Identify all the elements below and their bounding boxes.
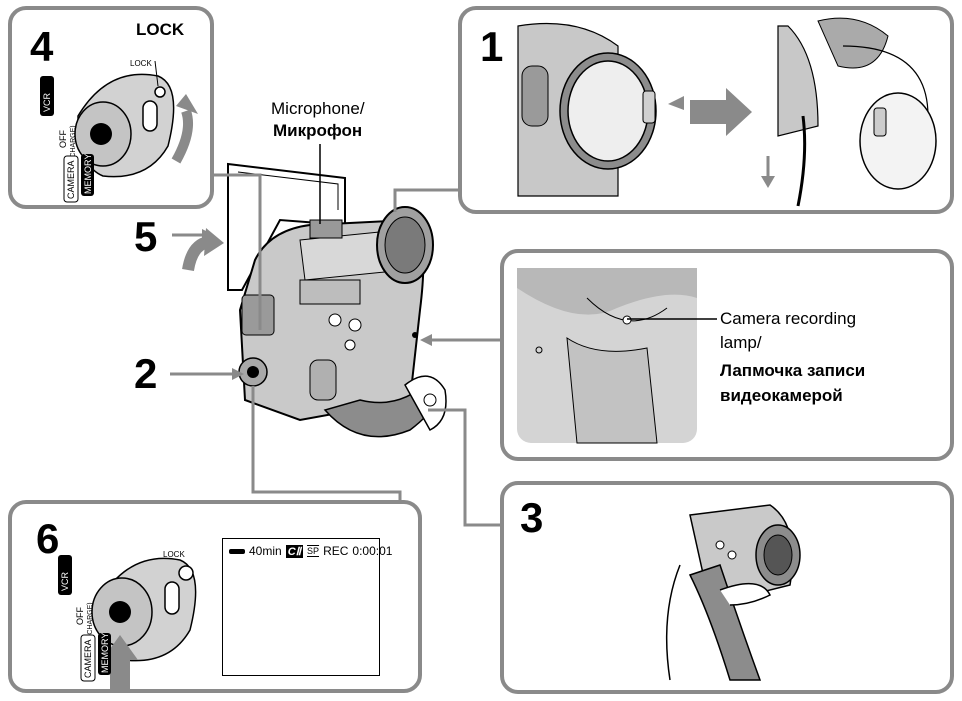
svg-text:OFF: OFF (58, 130, 68, 148)
lamp-leader-line (627, 318, 717, 320)
svg-text:CAMERA: CAMERA (66, 160, 76, 199)
lens-cap-illustration (517, 17, 937, 207)
step-number-1: 1 (480, 23, 504, 70)
lamp-label-en-1: Camera recording (720, 309, 857, 328)
svg-text:LOCK: LOCK (163, 550, 185, 559)
lcd-display: 40min CⅡ SP REC 0:00:01 (222, 538, 392, 676)
svg-text:VCR: VCR (42, 92, 52, 112)
cassette-memory-icon: CⅡ (285, 544, 304, 558)
svg-text:OFF: OFF (75, 607, 85, 625)
step-number-4: 4 (30, 23, 54, 70)
lock-label: LOCK (136, 20, 185, 39)
microphone-leader-line (319, 144, 321, 224)
battery-icon (229, 548, 245, 554)
rotate-arrow-icon (176, 94, 198, 114)
svg-text:MEMORY: MEMORY (83, 154, 93, 194)
recording-lamp-illustration (517, 268, 697, 444)
svg-text:(CHARGE): (CHARGE) (87, 602, 94, 637)
lamp-label-ru-1: Лапмочка записи (720, 361, 866, 380)
hand-grip-illustration (665, 504, 801, 681)
open-lcd-arrow-icon (204, 228, 224, 256)
right-arrow-icon (690, 88, 752, 136)
power-switch-illustration-6: LOCK VCR OFF (CHARGE) CAMERA MEMORY (58, 550, 197, 690)
battery-time: 40min (249, 544, 282, 558)
tape-speed-mode: SP (307, 545, 320, 557)
lamp-dot (622, 315, 632, 325)
microphone-label: Microphone/ (271, 99, 365, 118)
svg-text:MEMORY: MEMORY (100, 633, 110, 673)
microphone-grille (309, 219, 343, 239)
microphone-label-ru: Микрофон (273, 121, 363, 140)
lamp-label-en-2: lamp/ (720, 333, 762, 352)
step-number-5: 5 (134, 213, 158, 260)
power-switch-illustration-4: LOCK VCR OFF (CHARGE) CAMERA MEMORY (40, 59, 198, 203)
step-number-6: 6 (36, 515, 60, 562)
svg-text:(CHARGE): (CHARGE) (70, 125, 77, 160)
camcorder-illustration (227, 162, 447, 480)
svg-text:VCR: VCR (60, 571, 70, 591)
step-number-2: 2 (134, 350, 158, 397)
step-number-3: 3 (520, 494, 544, 541)
lamp-label-ru-2: видеокамерой (720, 386, 843, 405)
timecode: 0:00:01 (352, 544, 393, 558)
svg-text:CAMERA: CAMERA (83, 639, 93, 678)
left-arrow-icon (420, 334, 432, 346)
lock-small-label: LOCK (130, 59, 152, 68)
recording-status: REC (323, 544, 349, 558)
